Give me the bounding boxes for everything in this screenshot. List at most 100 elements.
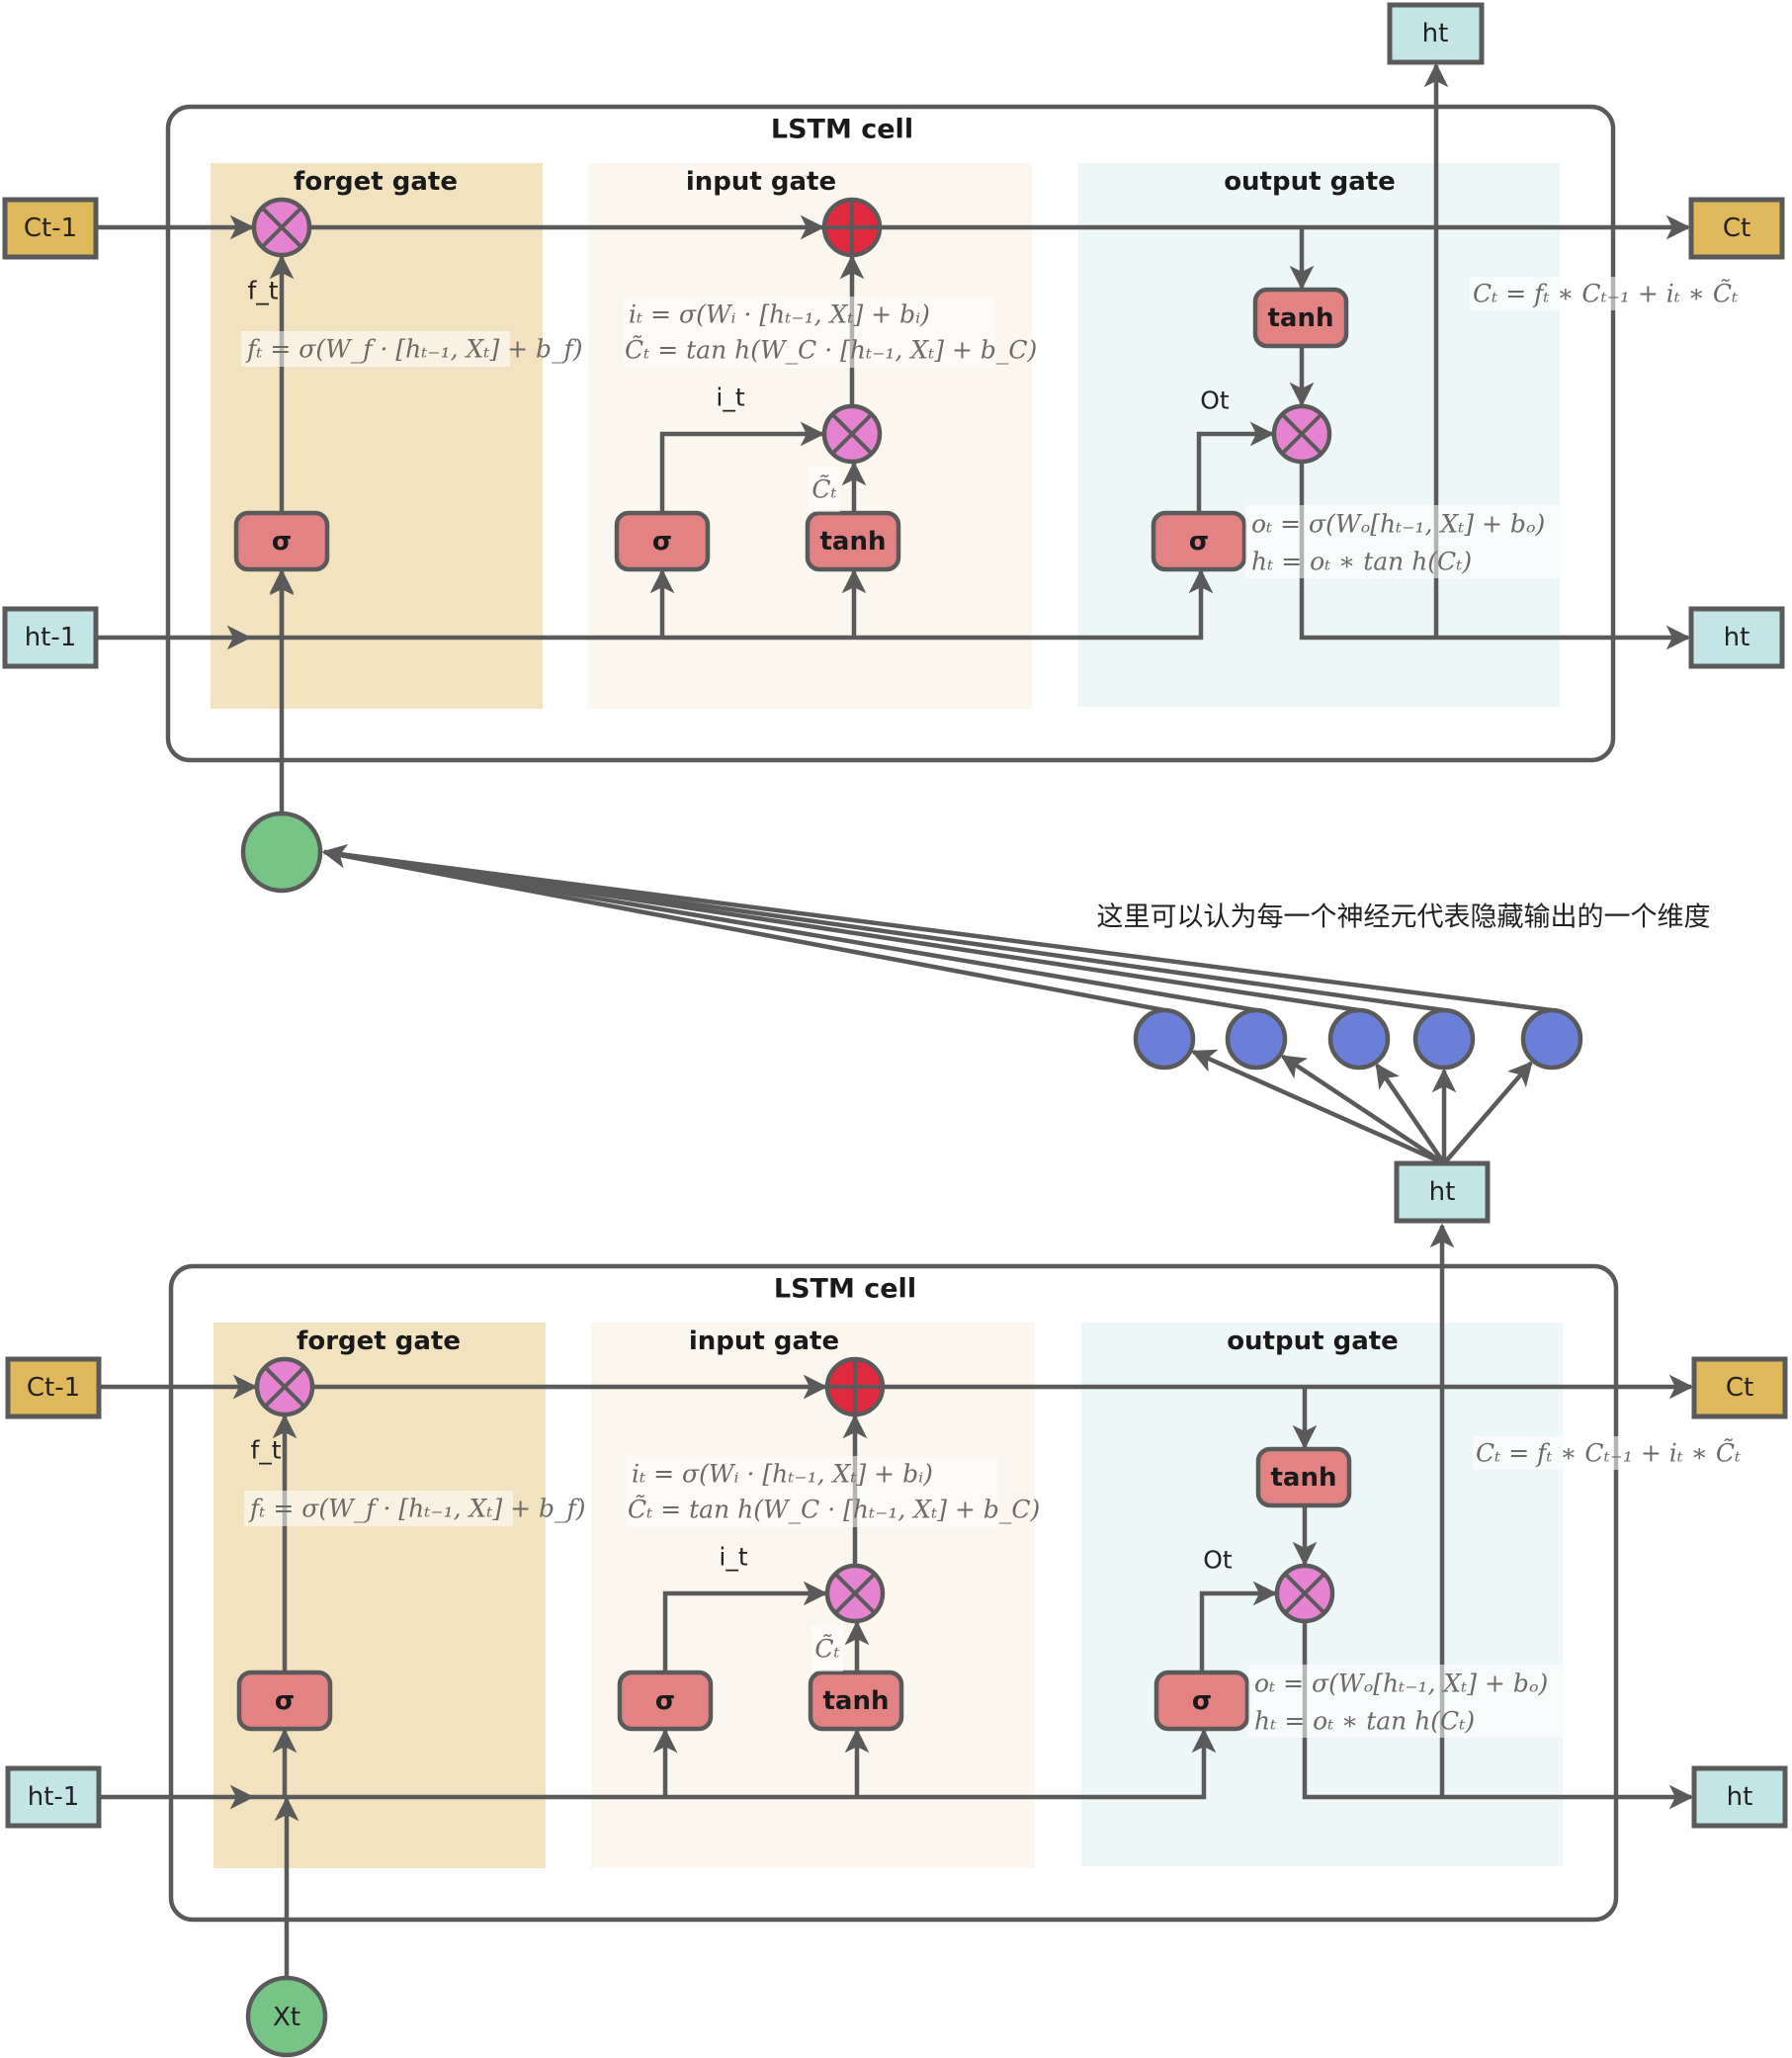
- cell-state-formula: Cₜ = fₜ ∗ Cₜ₋₁ + iₜ ∗ C̃ₜ: [1476, 1439, 1741, 1468]
- input-tanh-box: [805, 510, 901, 572]
- h-out-box: [1691, 1765, 1788, 1829]
- output-formula-2: hₜ = oₜ ∗ tan h(Cₜ): [1251, 548, 1472, 576]
- input-tanh-label: tanh: [820, 527, 887, 557]
- input-sigma-to-multiply-arrow: [659, 421, 825, 513]
- top-h-output-box: [1387, 2, 1485, 65]
- input-formula-bg: [627, 1456, 997, 1527]
- output-formula-bg: [1248, 1665, 1577, 1738]
- input-multiply-node: [821, 403, 883, 465]
- input-formula-bg: [624, 297, 994, 368]
- input-formula-1: iₜ = σ(Wᵢ · [hₜ₋₁, Xₜ] + bᵢ): [632, 1460, 933, 1489]
- forget-formula-bg: [241, 331, 510, 367]
- neuron-to-aggregate-line-4: [323, 849, 1445, 1013]
- h-to-neuron-arrow-3: [1375, 1063, 1446, 1165]
- h-out-label: ht: [1724, 623, 1750, 652]
- multiply-cross-icon: [1284, 1573, 1325, 1614]
- c-prev-box: [2, 197, 99, 260]
- forget-sigma-label: σ: [275, 1686, 295, 1716]
- f-t-label: f_t: [247, 277, 278, 305]
- c-tilde-label-bg: [811, 1626, 843, 1672]
- f-t-label: f_t: [250, 1436, 281, 1465]
- neuron-3: [1327, 1007, 1391, 1071]
- output-multiply-node: [1274, 1563, 1335, 1624]
- forget-gate-panel: [213, 1323, 546, 1868]
- cell-state-add-node: [821, 197, 883, 258]
- neuron-to-aggregate-line-5: [323, 849, 1553, 1013]
- forget-gate-panel: [211, 163, 543, 709]
- input-formula-2: C̃ₜ = tan h(W_C · [hₜ₋₁, Xₜ] + b_C): [628, 1496, 1040, 1524]
- xt-label: Xt: [273, 2003, 300, 2032]
- h-to-neuron-arrow-1: [1190, 1049, 1445, 1166]
- neuron-2: [1225, 1007, 1288, 1071]
- cell-state-formula-bg: [1473, 1436, 1742, 1470]
- input-tanh-box: [808, 1670, 904, 1732]
- output-formula-2: hₜ = oₜ ∗ tan h(Cₜ): [1254, 1707, 1475, 1736]
- output-formula-bg: [1245, 505, 1574, 578]
- aggregate-node: [240, 811, 323, 894]
- forget-multiply-node: [254, 1356, 315, 1417]
- c-out-label: Ct: [1723, 214, 1750, 243]
- input-gate-title: input gate: [689, 1327, 839, 1356]
- output-sigma-box: [1153, 1670, 1250, 1732]
- forget-sigma-box: [233, 510, 330, 572]
- c-tilde-label: C̃ₜ: [811, 475, 836, 504]
- output-tanh-label: tanh: [1268, 303, 1334, 333]
- output-sigma-to-multiply-arrow: [1199, 1581, 1278, 1672]
- multiply-cross-icon: [261, 207, 302, 248]
- input-formula-2: C̃ₜ = tan h(W_C · [hₜ₋₁, Xₜ] + b_C): [625, 336, 1037, 365]
- h-prev-label: ht-1: [28, 1782, 80, 1812]
- multiply-cross-icon: [1281, 413, 1323, 455]
- c-prev-box: [5, 1356, 102, 1419]
- forget-gate-title: forget gate: [294, 167, 458, 197]
- forget-sigma-box: [236, 1670, 333, 1732]
- forget-formula-bg: [244, 1491, 513, 1526]
- h-prev-box: [2, 606, 99, 669]
- forget-multiply-node: [251, 197, 312, 258]
- neuron-explanation-note: 这里可以认为每一个神经元代表隐藏输出的一个维度: [1097, 902, 1711, 933]
- h-out-label: ht: [1727, 1782, 1753, 1812]
- c-tilde-label-bg: [809, 467, 840, 512]
- h-prev-box: [5, 1765, 102, 1829]
- multiply-cross-icon: [264, 1366, 305, 1408]
- c-out-box: [1688, 197, 1785, 260]
- input-formula-1: iₜ = σ(Wᵢ · [hₜ₋₁, Xₜ] + bᵢ): [629, 300, 930, 329]
- cell-state-formula: Cₜ = fₜ ∗ Cₜ₋₁ + iₜ ∗ C̃ₜ: [1473, 280, 1738, 308]
- input-sigma-box: [617, 1670, 714, 1732]
- input-sigma-label: σ: [652, 527, 672, 557]
- i-t-label: i_t: [719, 1543, 747, 1572]
- o-t-label: Ot: [1203, 1546, 1233, 1575]
- output-tanh-label: tanh: [1271, 1463, 1337, 1493]
- input-sigma-to-multiply-arrow: [662, 1581, 828, 1672]
- cell-state-add-node: [824, 1356, 886, 1417]
- add-plus-icon: [824, 200, 880, 255]
- output-sigma-box: [1151, 510, 1247, 572]
- output-tanh-box: [1255, 1446, 1352, 1508]
- multiply-cross-icon: [834, 1573, 876, 1614]
- neuron-4: [1412, 1007, 1476, 1071]
- c-out-label: Ct: [1726, 1373, 1753, 1403]
- lstm-cell-frame: [168, 1263, 1619, 1923]
- h-out-box: [1688, 606, 1785, 669]
- xt-input-node: [245, 1975, 328, 2058]
- h-to-neuron-arrow-5: [1442, 1061, 1533, 1165]
- input-gate-title: input gate: [686, 167, 836, 197]
- output-tanh-box: [1252, 287, 1349, 349]
- c-out-box: [1691, 1356, 1788, 1419]
- neuron-1: [1133, 1007, 1196, 1071]
- output-multiply-node: [1271, 403, 1332, 465]
- neuron-5: [1520, 1007, 1583, 1071]
- neuron-h-label: ht: [1429, 1177, 1456, 1207]
- o-t-label: Ot: [1200, 386, 1230, 415]
- lstm-cell-frame: [165, 104, 1616, 763]
- h-prev-label: ht-1: [25, 623, 77, 652]
- lstm-cell-title: LSTM cell: [771, 115, 913, 145]
- forget-formula: fₜ = σ(W_f · [hₜ₋₁, Xₜ] + b_f): [248, 1495, 586, 1523]
- cell-state-formula-bg: [1470, 277, 1739, 310]
- panel-layer: [165, 104, 1619, 1923]
- c-prev-label: Ct-1: [27, 1373, 80, 1403]
- output-sigma-label: σ: [1192, 1686, 1212, 1716]
- neuron-to-aggregate-line-2: [323, 849, 1257, 1013]
